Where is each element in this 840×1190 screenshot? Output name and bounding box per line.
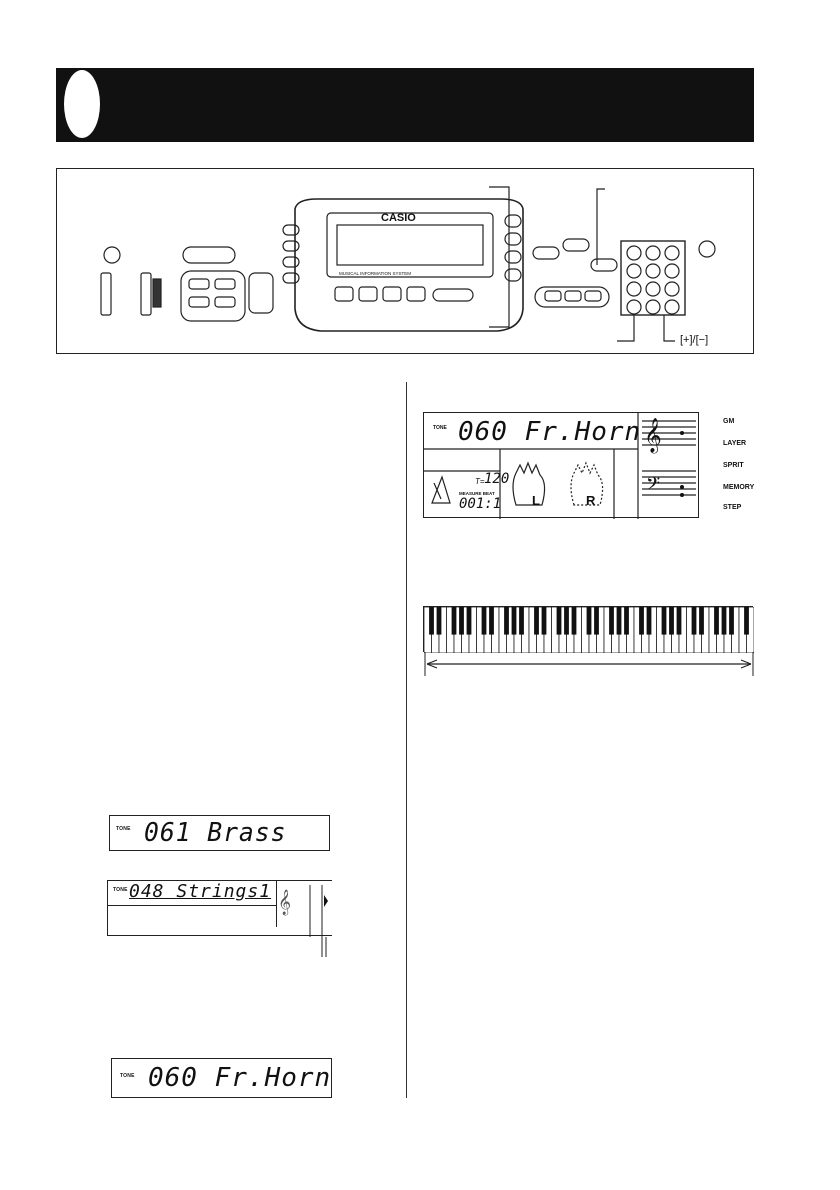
black-key bbox=[594, 607, 599, 635]
measure-beat-value: 001:1 bbox=[459, 496, 502, 512]
black-key bbox=[511, 607, 517, 635]
black-key bbox=[646, 607, 652, 635]
treble-clef-icon: 𝄞 bbox=[278, 889, 291, 915]
black-key bbox=[489, 607, 494, 635]
tone-display-strings: TONE 048 Strings1 𝄞 bbox=[107, 880, 332, 957]
keyboard-range-illustration bbox=[423, 606, 754, 653]
tone-display-horn: TONE 060 Fr.Horn bbox=[111, 1058, 332, 1098]
black-key bbox=[504, 607, 509, 635]
panel-brand: CASIO bbox=[381, 212, 416, 224]
plus-minus-label: [+]/[−] bbox=[680, 334, 709, 346]
black-key bbox=[639, 607, 644, 635]
black-key bbox=[714, 607, 719, 635]
mode-sprit: SPRIT bbox=[723, 462, 744, 469]
main-lcd-display: 𝄞 𝄢 TONE 060 Fr.Horn T= 120 MEASURE BEAT… bbox=[423, 412, 699, 519]
piano-keys bbox=[424, 607, 754, 653]
strings-callout-lines bbox=[108, 881, 168, 961]
black-key bbox=[609, 607, 614, 635]
column-divider bbox=[406, 382, 407, 1098]
section-title-bar bbox=[56, 68, 754, 142]
black-key bbox=[571, 607, 577, 635]
black-key bbox=[519, 607, 524, 635]
right-hand-label: R bbox=[586, 493, 596, 508]
black-key bbox=[586, 607, 592, 635]
black-key bbox=[669, 607, 674, 635]
black-key bbox=[481, 607, 487, 635]
black-key bbox=[451, 607, 457, 635]
left-hand-label: L bbox=[532, 493, 540, 508]
tempo-label: T= bbox=[475, 477, 485, 486]
black-key bbox=[676, 607, 682, 635]
bass-clef-icon: 𝄢 bbox=[646, 474, 660, 499]
black-key bbox=[729, 607, 734, 635]
black-key bbox=[616, 607, 622, 635]
left-hand-icon bbox=[512, 461, 546, 506]
tempo-slider-icon bbox=[140, 272, 152, 316]
tempo-value: 120 bbox=[484, 471, 510, 487]
tone-readout: 060 Fr.Horn bbox=[148, 1063, 332, 1093]
tone-readout: 048 Strings1 bbox=[129, 881, 272, 902]
mode-memory: MEMORY bbox=[723, 484, 755, 491]
panel-system-label: MUSICAL INFORMATION SYSTEM bbox=[339, 271, 411, 276]
main-lcd-frame: 𝄞 𝄢 bbox=[424, 413, 696, 519]
range-arrow-icon bbox=[424, 652, 754, 676]
black-key bbox=[721, 607, 727, 635]
treble-staff-icon bbox=[642, 420, 696, 446]
main-tone-name: Fr.Horn bbox=[524, 417, 642, 447]
black-key bbox=[436, 607, 442, 635]
bass-staff-icon bbox=[642, 470, 696, 496]
black-key bbox=[429, 607, 434, 635]
black-key bbox=[624, 607, 629, 635]
tone-label: TONE bbox=[113, 887, 128, 893]
title-tab bbox=[64, 70, 100, 138]
numeric-keypad-icon bbox=[626, 245, 680, 315]
black-key bbox=[744, 607, 749, 635]
tone-label: TONE bbox=[120, 1073, 135, 1079]
black-key bbox=[459, 607, 464, 635]
black-key bbox=[466, 607, 472, 635]
panel-drawing: CASIO MUSICAL INFORMATION SYSTEM bbox=[100, 186, 716, 342]
tone-display-brass: TONE 061 Brass bbox=[109, 815, 330, 851]
black-key bbox=[691, 607, 697, 635]
black-key bbox=[534, 607, 539, 635]
black-key bbox=[556, 607, 562, 635]
black-key bbox=[564, 607, 569, 635]
mode-layer: LAYER bbox=[723, 440, 747, 447]
treble-clef-icon: 𝄞 bbox=[644, 418, 662, 454]
black-key bbox=[661, 607, 667, 635]
strings-mini-staff: 𝄞 bbox=[278, 885, 328, 957]
keyboard-panel-illustration: CASIO MUSICAL INFORMATION SYSTEM bbox=[56, 168, 754, 354]
measure-beat-label: MEASURE BEAT bbox=[459, 491, 495, 496]
tone-label: TONE bbox=[116, 826, 131, 832]
tone-readout: 061 Brass bbox=[144, 818, 287, 848]
mode-gm: GM bbox=[723, 418, 735, 425]
power-button-icon bbox=[103, 246, 121, 264]
mode-step: STEP bbox=[723, 504, 742, 511]
main-tone-number: 060 Fr.Horn bbox=[458, 417, 642, 447]
main-tone-label: TONE bbox=[433, 425, 447, 431]
right-hand-icon bbox=[570, 461, 604, 506]
black-key bbox=[699, 607, 704, 635]
volume-slider-icon bbox=[100, 272, 112, 316]
metronome-icon bbox=[431, 475, 451, 504]
black-key bbox=[541, 607, 547, 635]
